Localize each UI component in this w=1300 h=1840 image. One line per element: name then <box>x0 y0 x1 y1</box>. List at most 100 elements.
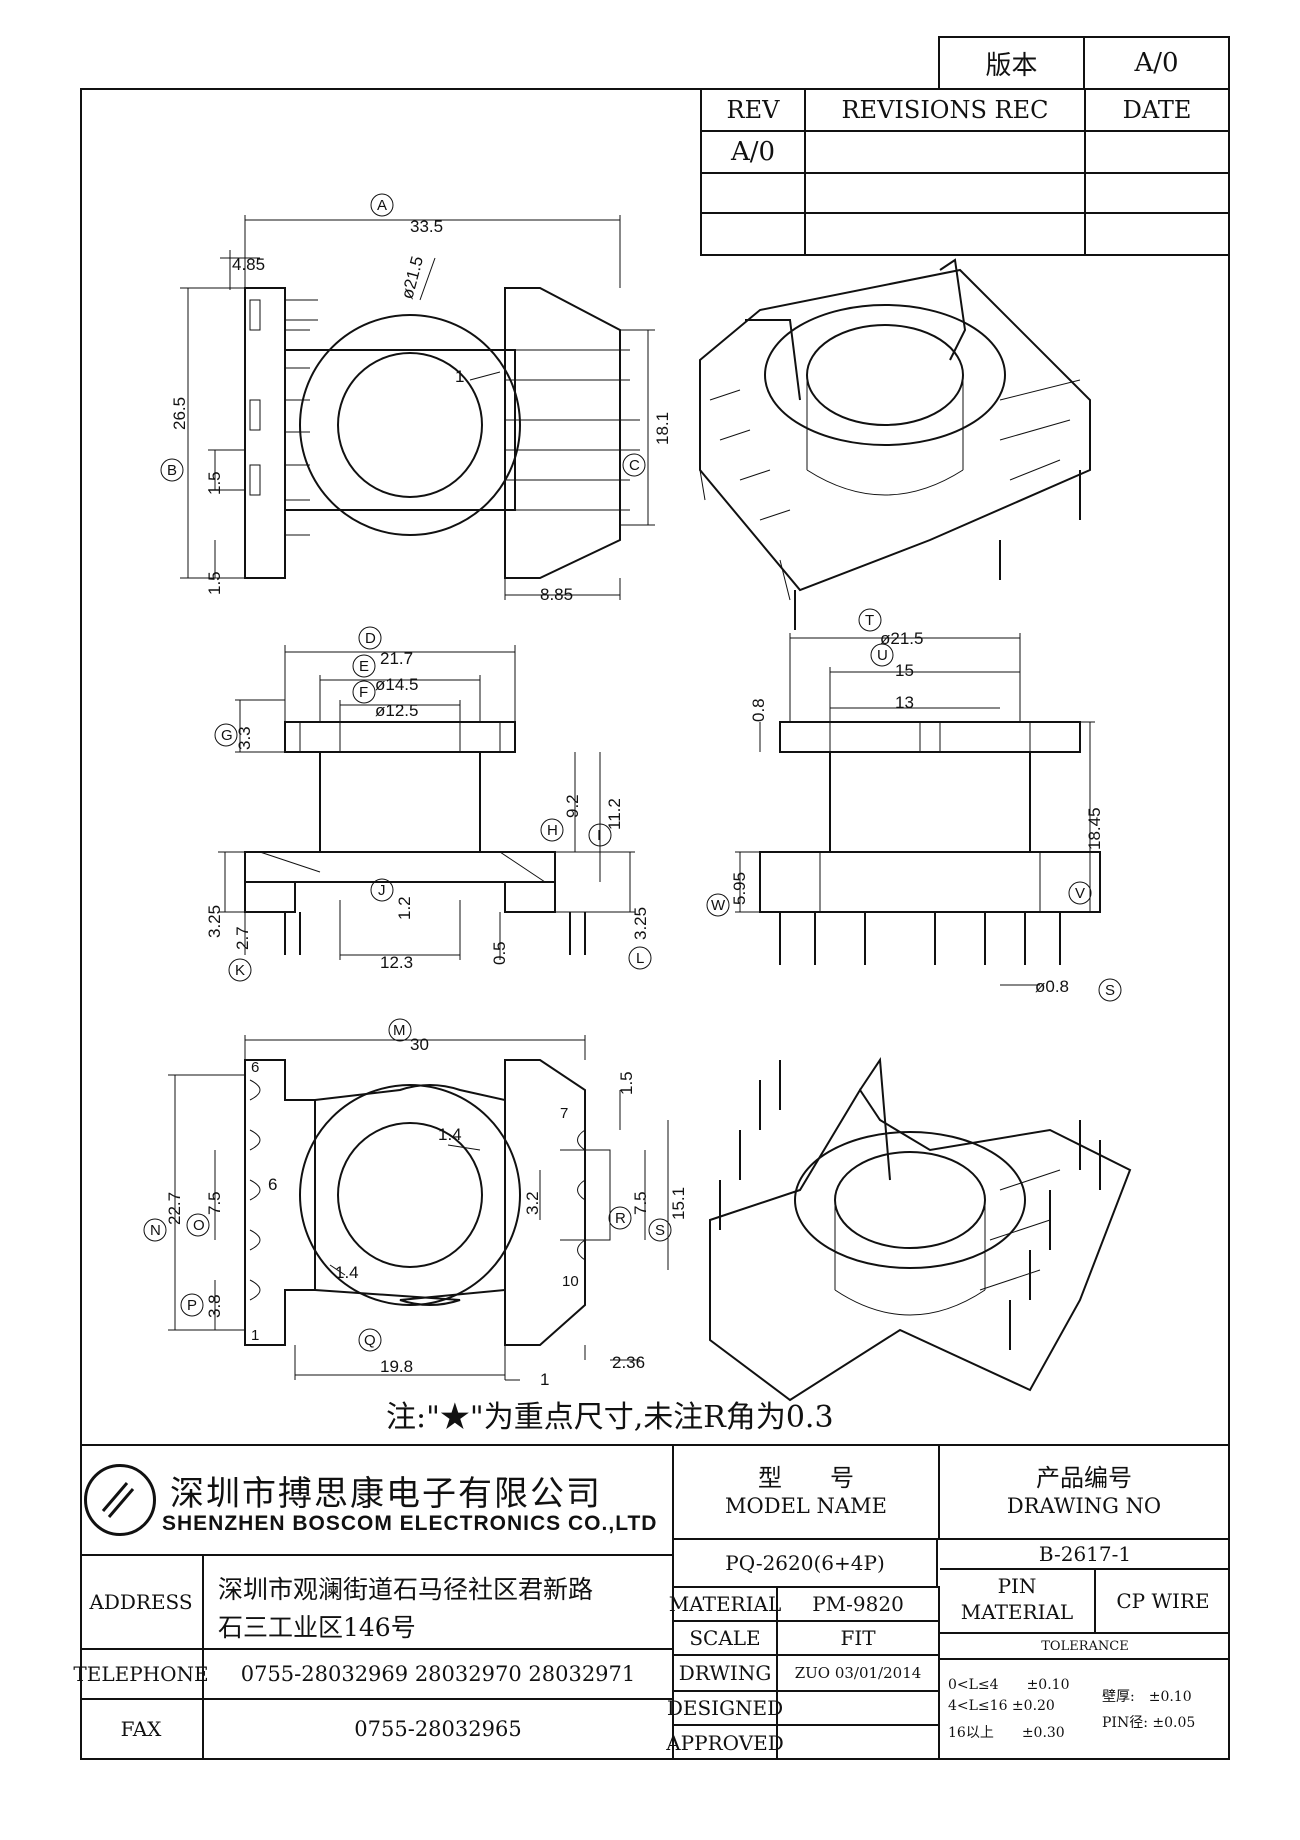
rev-row-1-rec <box>806 132 1086 174</box>
dim-r-value: 7.5 <box>631 1191 650 1215</box>
drawing-value: B-2617-1 <box>940 1540 1230 1570</box>
tag-f: F <box>359 684 368 701</box>
model-label-cn: 型 号 <box>758 1464 854 1492</box>
tag-i: I <box>597 827 601 844</box>
dim-u-value: 15 <box>895 661 914 680</box>
drawing-label-cn: 产品编号 <box>1036 1464 1132 1492</box>
dim-side-top: 0.8 <box>749 698 768 722</box>
dim-d-value: 21.7 <box>380 649 413 668</box>
pin-10-label: 10 <box>562 1273 579 1290</box>
tag-s-side: S <box>1105 982 1115 999</box>
rev-row-3-rec <box>806 214 1086 254</box>
tag-a: A <box>377 197 387 214</box>
drwing-label: DRWING <box>674 1656 778 1692</box>
dim-c-value: 18.1 <box>653 412 672 445</box>
dim-b-value: 26.5 <box>170 397 189 430</box>
address-label: ADDRESS <box>80 1556 204 1650</box>
dim-n-value: 22.7 <box>165 1192 184 1225</box>
dim-h1-value: 3.25 <box>205 905 224 938</box>
dim-u2-value: 13 <box>895 693 914 712</box>
top-view <box>180 215 655 600</box>
company-logo <box>84 1464 156 1536</box>
tolerance-line-3: 16以上 ±0.30 <box>948 1725 1065 1741</box>
company-name-en: SHENZHEN BOSCOM ELECTRONICS CO.,LTD <box>162 1512 658 1535</box>
logo-mark-icon <box>101 1482 135 1518</box>
tag-l: L <box>636 950 644 967</box>
dim-f-value: ø12.5 <box>375 701 418 720</box>
dim-o2-value: 6 <box>268 1175 277 1194</box>
dim-k-value: 2.7 <box>233 926 252 950</box>
isometric-view-2 <box>709 1057 1132 1402</box>
dim-i-value: 11.2 <box>605 798 624 830</box>
dim-g-value: 3.3 <box>235 726 254 750</box>
dim-e-value: ø14.5 <box>375 675 418 694</box>
dim-s-bottom-value: 15.1 <box>669 1187 688 1220</box>
company-block: 深圳市搏思康电子有限公司 SHENZHEN BOSCOM ELECTRONICS… <box>80 1444 674 1554</box>
fax-value: 0755-28032965 <box>354 1717 522 1741</box>
tolerance-line-2: 4<L≤16 ±0.20 <box>948 1698 1055 1714</box>
model-value: PQ-2620(6+4P) <box>674 1540 938 1586</box>
dim-a-value: 33.5 <box>410 217 443 236</box>
designed-label: DESIGNED <box>667 1692 783 1726</box>
pin-1-label: 1 <box>251 1327 259 1344</box>
drawing-label-en: DRAWING NO <box>1006 1494 1162 1518</box>
tolerance-line-5: PIN径: ±0.05 <box>1102 1715 1196 1731</box>
dim-h-value: 9.2 <box>563 794 582 818</box>
tag-o: O <box>193 1217 205 1234</box>
dim-l-value: 3.25 <box>631 907 650 940</box>
rev-row-2-rec <box>806 174 1086 214</box>
dim-bottom-r1: 1.5 <box>617 1071 636 1095</box>
isometric-view-1 <box>699 258 1091 630</box>
dim-top-width-2: 8.85 <box>540 585 573 604</box>
dim-p-value: 3.8 <box>205 1294 224 1318</box>
tag-k: K <box>235 962 245 979</box>
dim-front-width: 12.3 <box>380 953 413 972</box>
rev-header: REV <box>702 90 806 132</box>
pin-material-label-2: MATERIAL <box>960 1600 1074 1624</box>
dim-m-value: 30 <box>410 1035 429 1054</box>
designed-value <box>778 1692 940 1726</box>
pin-material-label-1: PIN <box>997 1574 1037 1598</box>
company-name-cn: 深圳市搏思康电子有限公司 <box>170 1474 602 1514</box>
model-label-en: MODEL NAME <box>725 1494 887 1518</box>
rev-row-2-rev <box>702 174 806 214</box>
rev-row-3-rev <box>702 214 806 254</box>
dim-q1-value: 1 <box>540 1370 549 1389</box>
dim-bottom-d2: 1.4 <box>335 1263 359 1282</box>
pin-7-label: 7 <box>560 1105 568 1122</box>
tolerance-line-1: 0<L≤4 ±0.10 <box>948 1677 1070 1693</box>
telephone-value: 0755-28032969 28032970 28032971 <box>204 1650 672 1700</box>
dim-top-pitch-2: 1.5 <box>205 571 224 595</box>
fax-label: FAX <box>80 1700 204 1758</box>
dim-bottom-d1: 1.4 <box>438 1125 462 1144</box>
dim-top-pitch-1: 1.5 <box>205 471 224 495</box>
dim-j-value: 1.2 <box>395 896 414 920</box>
rev-row-2-date <box>1086 174 1228 214</box>
tag-h: H <box>547 822 558 839</box>
tag-c: C <box>629 457 640 474</box>
side-view <box>735 633 1101 986</box>
drwing-value: ZUO 03/01/2014 <box>778 1656 940 1692</box>
tag-t: T <box>865 612 874 629</box>
drawing-frame <box>80 88 1230 1760</box>
tag-v: V <box>1075 885 1085 902</box>
tag-e: E <box>359 658 369 675</box>
technical-drawing: 33.5 4.85 ø21.5 1 26.5 1.5 1.5 18.1 8.85… <box>143 193 1132 1402</box>
pin-6-label: 6 <box>251 1059 259 1076</box>
dim-bottom-r2: 3.2 <box>523 1191 542 1215</box>
revision-table: REV REVISIONS REC DATE A/0 <box>700 88 1230 256</box>
bottom-view <box>168 1035 669 1381</box>
rev-row-1-rev: A/0 <box>702 132 806 174</box>
tag-q: Q <box>364 1332 376 1349</box>
tag-p: P <box>187 1297 197 1314</box>
dim-q-value: 19.8 <box>380 1357 413 1376</box>
tag-r: R <box>615 1210 626 1227</box>
dim-top-one: 1 <box>455 367 464 386</box>
tag-d: D <box>365 630 376 647</box>
dim-bottom-r3: 2.36 <box>612 1353 645 1372</box>
telephone-label: TELEPHONE <box>73 1650 209 1700</box>
tag-u: U <box>877 647 888 664</box>
approved-value <box>778 1726 940 1760</box>
tolerance-line-4: 壁厚: ±0.10 <box>1102 1689 1192 1705</box>
material-label: MATERIAL <box>669 1588 781 1622</box>
